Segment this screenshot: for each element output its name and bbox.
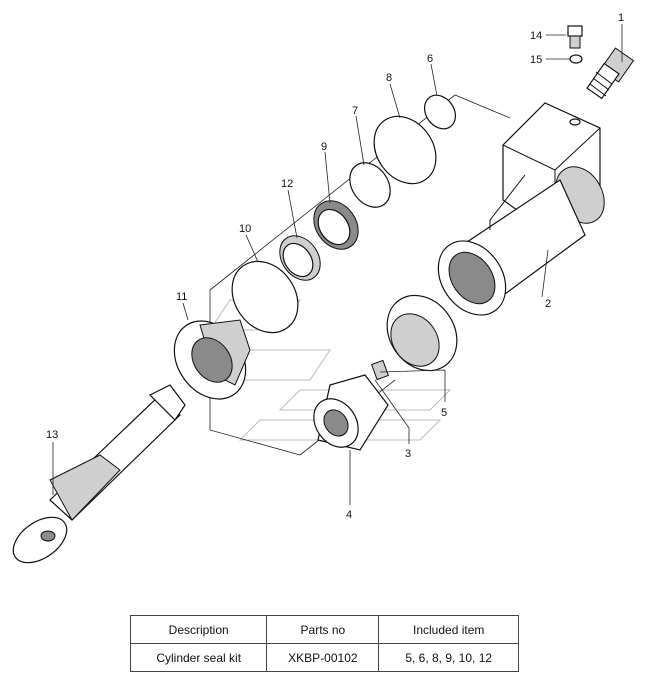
part-13-rod bbox=[12, 384, 186, 564]
callout-11: 11 bbox=[176, 291, 187, 303]
cell-parts-no: XKBP-00102 bbox=[266, 643, 380, 672]
header-parts-no: Parts no bbox=[266, 615, 380, 644]
seal-kit-table: Description Parts no Included item Cylin… bbox=[129, 615, 519, 672]
part-10-oring bbox=[231, 260, 299, 334]
part-2-cylinder-body bbox=[437, 102, 605, 316]
callout-2: 2 bbox=[545, 298, 551, 310]
part-4-nut bbox=[313, 374, 389, 451]
callout-3: 3 bbox=[405, 448, 411, 460]
header-description: Description bbox=[129, 615, 268, 644]
callout-12: 12 bbox=[281, 178, 293, 190]
callout-13: 13 bbox=[46, 429, 58, 441]
leader-lines bbox=[52, 24, 623, 505]
callout-10: 10 bbox=[239, 223, 251, 235]
cell-included-item: 5, 6, 8, 9, 10, 12 bbox=[378, 643, 519, 672]
callout-15: 15 bbox=[530, 54, 542, 66]
part-14-bolt bbox=[567, 25, 583, 49]
callout-9: 9 bbox=[321, 141, 327, 153]
part-15-washer bbox=[569, 54, 583, 64]
callout-4: 4 bbox=[346, 509, 352, 521]
callout-14: 14 bbox=[530, 30, 542, 42]
callout-labels: 1 2 3 4 5 6 7 8 9 10 11 12 13 14 15 bbox=[46, 12, 624, 521]
header-included-item: Included item bbox=[378, 615, 519, 644]
callout-1: 1 bbox=[618, 12, 624, 24]
cell-description: Cylinder seal kit bbox=[129, 643, 268, 672]
part-1-fitting bbox=[586, 47, 635, 100]
part-8-oring bbox=[373, 115, 437, 185]
part-3-setscrew bbox=[370, 359, 390, 381]
part-9-seal bbox=[313, 200, 359, 250]
part-7-ring bbox=[349, 162, 391, 208]
table-row: Cylinder seal kit XKBP-00102 5, 6, 8, 9,… bbox=[129, 643, 519, 672]
callout-5: 5 bbox=[441, 407, 447, 419]
exploded-view-drawing: 1 2 3 4 5 6 7 8 9 10 11 12 13 14 15 bbox=[12, 12, 635, 564]
callout-6: 6 bbox=[427, 53, 433, 65]
part-11-gland bbox=[173, 319, 251, 400]
callout-8: 8 bbox=[386, 72, 392, 84]
part-6-seal bbox=[423, 94, 457, 130]
callout-7: 7 bbox=[352, 105, 358, 117]
part-12-ring bbox=[279, 235, 321, 281]
table-header-row: Description Parts no Included item bbox=[129, 615, 519, 644]
part-5-piston bbox=[386, 294, 458, 372]
